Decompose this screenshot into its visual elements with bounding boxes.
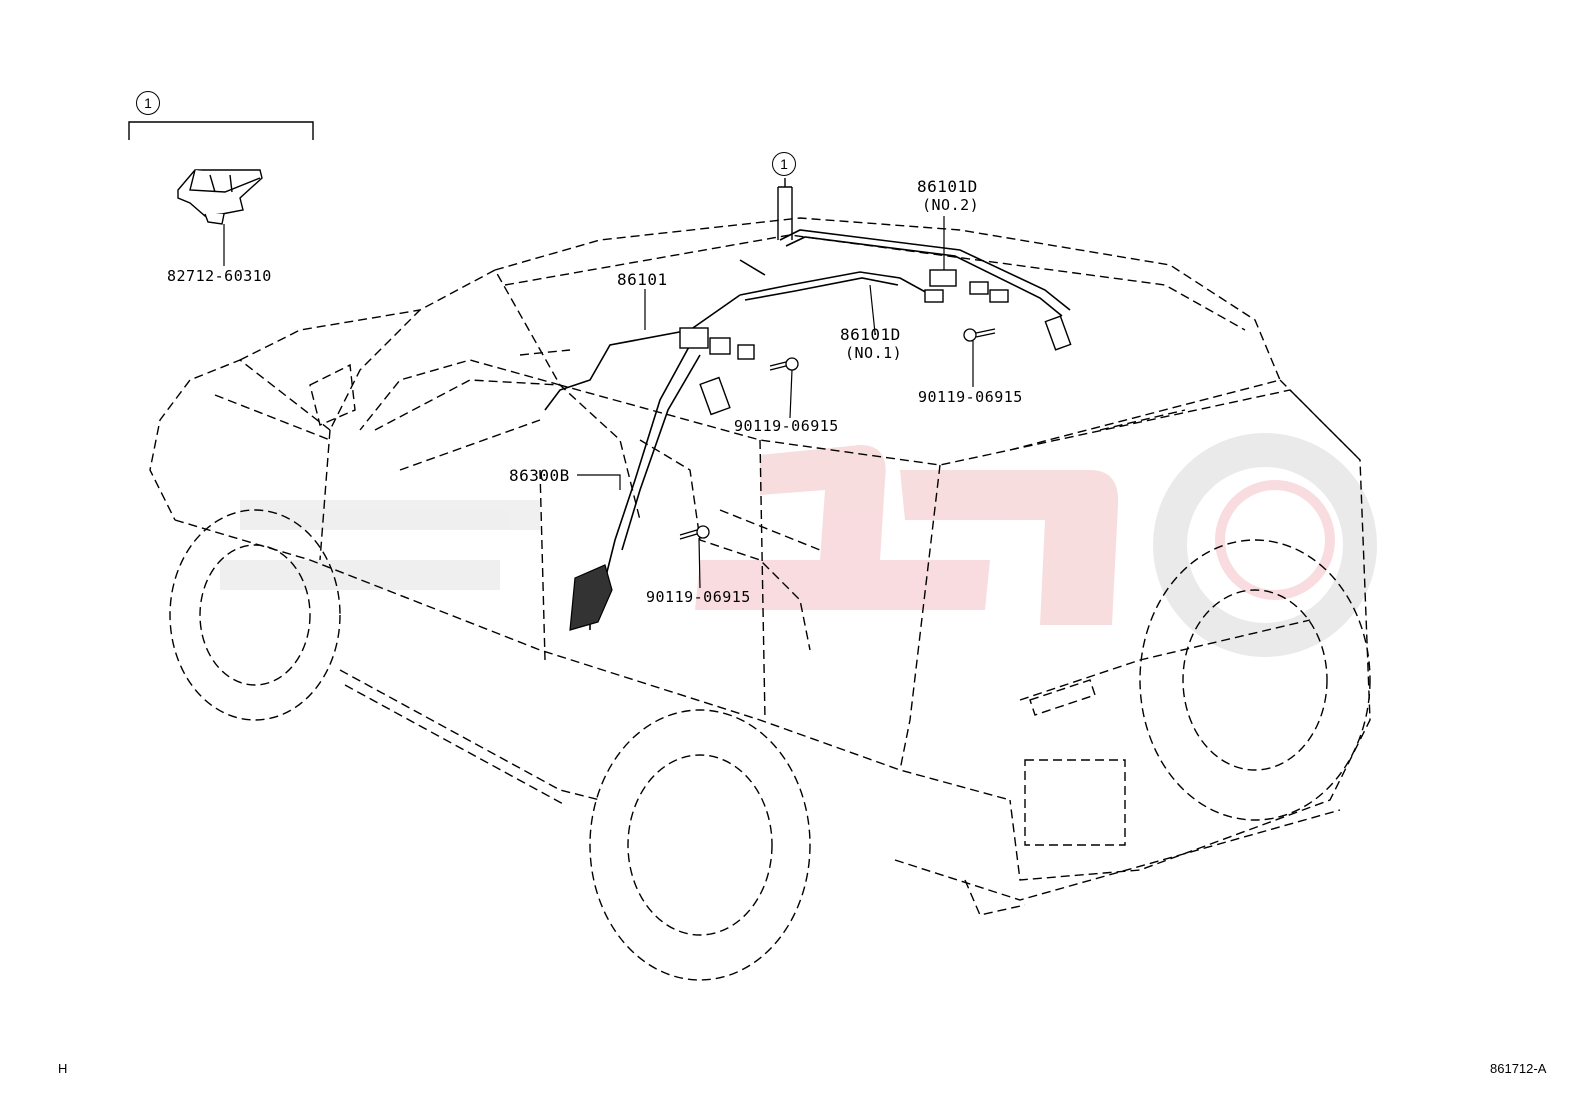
part-label-bolt-floor[interactable]: 90119-06915 — [646, 588, 751, 606]
antenna-amplifier-icon — [569, 564, 613, 631]
connector-icon — [1044, 315, 1072, 351]
figure-id: 861712-A — [1490, 1061, 1547, 1076]
wire-harness — [544, 229, 1071, 630]
connector-icon — [709, 337, 731, 355]
connector-icon — [929, 269, 957, 287]
part-label-harness-main[interactable]: 86101 — [617, 270, 668, 289]
part-note-harness-no1: (NO.1) — [845, 344, 903, 362]
callout-marker-roof: 1 — [772, 152, 796, 176]
connector-icon — [989, 289, 1009, 303]
part-label-antenna-amp[interactable]: 86300B — [509, 466, 570, 485]
bolt-icon-front — [769, 357, 799, 371]
connector-icon — [737, 344, 755, 360]
callout-bracket-roof — [777, 178, 793, 240]
leader-lines — [223, 216, 974, 589]
harness-connectors — [679, 269, 1072, 416]
watermark-logo — [220, 433, 1377, 657]
connector-icon — [679, 327, 709, 349]
part-label-bolt-roof[interactable]: 90119-06915 — [918, 388, 1023, 406]
callout-marker-top-left: 1 — [136, 91, 160, 115]
part-label-harness-no2[interactable]: 86101D — [917, 177, 978, 196]
part-label-clip[interactable]: 82712-60310 — [167, 267, 272, 285]
connector-icon — [924, 289, 944, 303]
bolt-icon-floor — [679, 525, 710, 540]
bolt-icons — [679, 328, 996, 540]
clip-part-icon — [177, 169, 263, 225]
connector-icon — [969, 281, 989, 295]
part-label-harness-no1[interactable]: 86101D — [840, 325, 901, 344]
part-note-harness-no2: (NO.2) — [922, 196, 980, 214]
vehicle-outline — [149, 217, 1371, 981]
bolt-icon-roof — [963, 328, 996, 342]
part-label-bolt-front[interactable]: 90119-06915 — [734, 417, 839, 435]
callout-bracket-left — [128, 121, 314, 140]
connector-icon — [699, 376, 731, 416]
footer-left-mark: H — [58, 1061, 68, 1076]
